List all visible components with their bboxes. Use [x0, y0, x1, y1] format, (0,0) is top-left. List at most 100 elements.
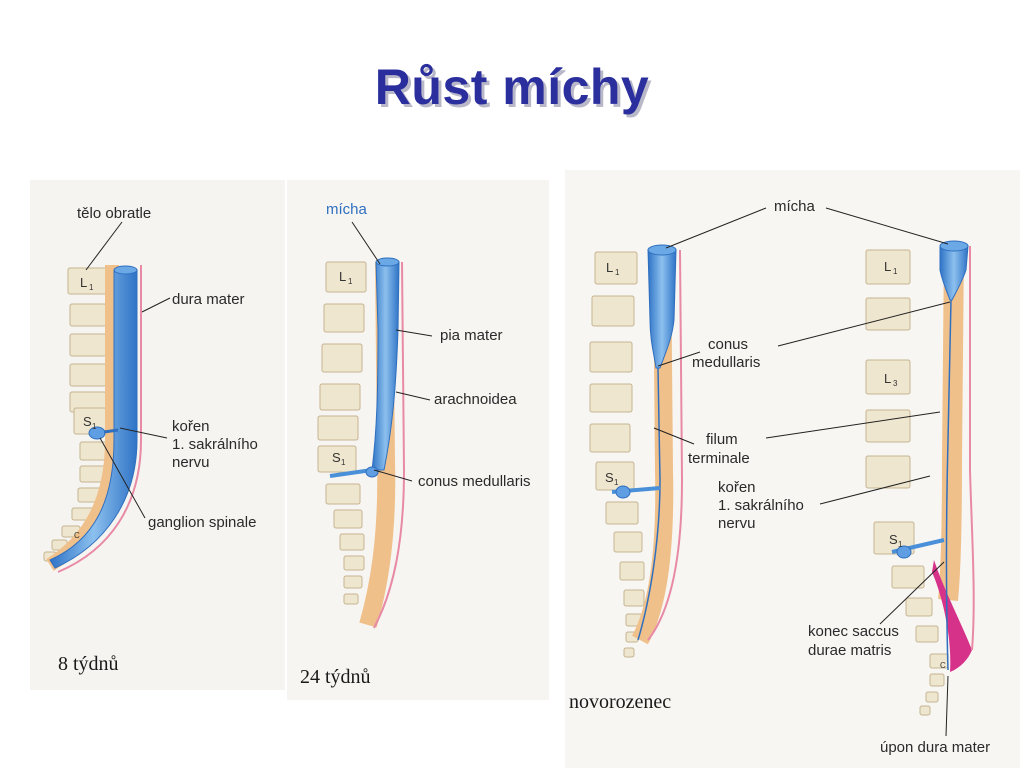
vertebra [589, 341, 633, 373]
label-root-line3: nervu [718, 515, 756, 532]
stage-label-newborn: novorozenec [569, 691, 671, 713]
vertebra [619, 561, 645, 581]
leader-line [395, 391, 431, 401]
vertebra [333, 509, 363, 529]
label-root-line2: 1. sakrálního [172, 436, 258, 453]
vertebra [925, 691, 939, 703]
nerve-root-8w [103, 428, 119, 434]
meninges-24w [359, 261, 396, 628]
vertebra-mark-l3-sub: 3 [893, 379, 898, 388]
spinal-cord-newborn-left [647, 249, 677, 369]
vertebra [69, 303, 107, 327]
vertebra-l1-8w [67, 267, 109, 295]
vertebra [317, 415, 359, 441]
leader-line [777, 301, 951, 347]
vertebral-column-24w [317, 261, 367, 605]
vertebra [865, 409, 911, 443]
leader-line [653, 427, 695, 445]
vertebra-mark-l1: L [884, 259, 891, 274]
label-conus-line2: medullaris [692, 354, 760, 371]
vertebra [865, 455, 911, 489]
label-filum-line1: filum [706, 431, 738, 448]
leader-line [119, 427, 168, 439]
vertebra-mark-s1-sub: 1 [898, 540, 903, 549]
vertebra-mark-s1-sub: 1 [614, 478, 619, 487]
label-dura-insertion: úpon dura mater [880, 739, 990, 756]
vertebra [319, 383, 361, 411]
vertebra [929, 673, 945, 687]
label-dura-mater: dura mater [172, 291, 245, 308]
vertebra [69, 363, 107, 387]
vertebra [343, 575, 363, 589]
vertebra-mark-s1: S [332, 450, 341, 465]
leader-lines-newborn [653, 207, 951, 737]
label-root-line2: 1. sakrálního [718, 497, 804, 514]
vertebra-l1-24w [325, 261, 367, 293]
stage-label-8-weeks: 8 týdnů [58, 653, 119, 675]
dura-mater-line-24w [373, 261, 406, 629]
vertebral-column-newborn-right [865, 249, 949, 716]
vertebra [325, 483, 361, 505]
leader-line [665, 207, 767, 249]
vertebra [343, 555, 365, 571]
leader-lines-24w [351, 221, 433, 482]
label-root-line1: kořen [718, 479, 756, 496]
vertebra [919, 705, 931, 716]
vertebra-l3-newborn-right [865, 359, 911, 395]
panel-newborn: L 1 S 1 L 1 L 3 S [569, 198, 990, 756]
leader-line [141, 297, 171, 313]
panel-24-weeks: L 1 S 1 mícha pia mater arachnoidea conu… [300, 201, 531, 688]
label-vertebral-body: tělo obratle [77, 205, 151, 222]
label-conus-line1: conus [708, 336, 748, 353]
label-root-line1: kořen [172, 418, 210, 435]
cord-section-8w [113, 265, 138, 275]
label-conus-medullaris-24w: conus medullaris [418, 473, 531, 490]
leader-line [351, 221, 381, 265]
vertebra-l1-newborn-left [594, 251, 638, 285]
vertebra-mark-c: C [940, 661, 946, 670]
vertebra [591, 295, 635, 327]
slide-title: Růst míchy [374, 59, 650, 115]
vertebra-l1-newborn-right [865, 249, 911, 285]
leader-line [395, 329, 433, 337]
label-spinal-cord-24w: mícha [326, 201, 368, 218]
vertebra [613, 531, 643, 553]
vertebral-column-8w [43, 267, 109, 562]
vertebra-mark-l1-sub: 1 [615, 268, 620, 277]
dura-mater-line-8w [57, 265, 142, 573]
meninges-newborn-right [938, 245, 964, 601]
leader-line [819, 475, 931, 505]
vertebra [891, 565, 925, 589]
dura-mater-line-newborn-right [969, 246, 975, 651]
vertebra-mark-c: C [74, 531, 80, 540]
vertebra-mark-l3: L [884, 371, 891, 386]
vertebra-mark-l1-sub: 1 [348, 277, 353, 286]
leader-line [85, 221, 123, 271]
ganglion-newborn-left [615, 485, 631, 499]
vertebra [623, 589, 645, 607]
spinal-cord-newborn-right [939, 245, 969, 301]
panel-8-weeks-background [30, 180, 285, 690]
label-filum-line2: terminale [688, 450, 750, 467]
vertebra [865, 297, 911, 331]
leader-line [657, 351, 701, 367]
leader-line [825, 207, 949, 245]
nerve-root-24w [329, 468, 373, 478]
vertebral-column-newborn-left [589, 251, 645, 658]
label-saccus-line2: durae matris [808, 642, 891, 659]
vertebra-mark-s1: S [605, 470, 614, 485]
leader-line [879, 561, 945, 625]
label-root-line3: nervu [172, 454, 210, 471]
filum-terminale-right [945, 299, 952, 671]
spinal-cord-24w [371, 261, 400, 471]
cord-section-newborn-left [647, 244, 677, 256]
dura-mater-line-newborn-left [647, 249, 684, 641]
ganglion-24w [365, 466, 379, 478]
leader-line [99, 437, 146, 519]
leader-lines-8w [85, 221, 171, 519]
vertebra [339, 533, 365, 551]
vertebra-mark-l1: L [606, 260, 613, 275]
vertebra [343, 593, 359, 605]
vertebra-mark-l1: L [80, 275, 87, 290]
